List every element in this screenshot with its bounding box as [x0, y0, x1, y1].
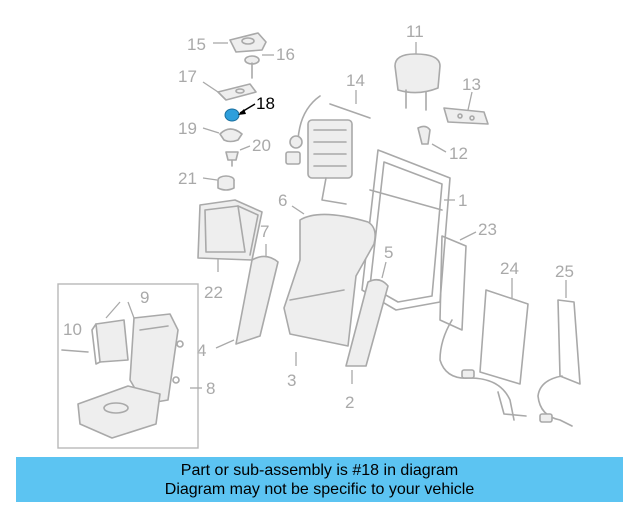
label-6: 6: [278, 191, 287, 210]
label-14: 14: [346, 71, 365, 90]
part-25-side-heater: [537, 280, 581, 427]
part-6-pad: [283, 205, 376, 347]
part-15-guide-cap: [229, 32, 267, 53]
part-1-frame: [361, 149, 455, 311]
part-22-pad: [197, 199, 263, 272]
label-18: 18: [256, 94, 275, 113]
label-3: 3: [287, 371, 296, 390]
label-4: 4: [197, 341, 206, 360]
part-19-grommet: [219, 128, 243, 143]
label-10: 10: [63, 320, 82, 339]
label-13: 13: [462, 75, 481, 94]
label-22: 22: [204, 283, 223, 302]
label-7: 7: [260, 222, 269, 241]
label-9: 9: [140, 288, 149, 307]
label-1: 1: [458, 191, 467, 210]
part-16-screw: [244, 55, 260, 79]
label-8: 8: [206, 379, 215, 398]
label-5: 5: [384, 243, 393, 262]
label-19: 19: [178, 119, 197, 138]
part-17-bracket: [217, 83, 257, 101]
info-banner: Part or sub-assembly is #18 in diagram D…: [16, 457, 623, 502]
label-21: 21: [178, 169, 197, 188]
label-11: 11: [406, 22, 424, 41]
label-23: 23: [478, 220, 497, 239]
part-14-mechanism: [285, 90, 371, 205]
banner-line-2: Diagram may not be specific to your vehi…: [164, 481, 475, 498]
part-23-heater: [439, 231, 515, 421]
label-17: 17: [178, 67, 197, 86]
highlighted-part: [224, 108, 240, 122]
label-20: 20: [252, 136, 271, 155]
part-21-bushing: [217, 175, 235, 191]
label-15: 15: [187, 35, 206, 54]
label-16: 16: [276, 45, 295, 64]
part-7-side-panel: [235, 244, 279, 345]
part-11-headrest: [394, 42, 441, 111]
label-24: 24: [500, 259, 519, 278]
label-2: 2: [345, 393, 354, 412]
parts-diagram: 15 16 17 18 19 20 21 22: [57, 22, 581, 449]
banner-line-1: Part or sub-assembly is #18 in diagram: [180, 462, 459, 479]
label-12: 12: [449, 144, 468, 163]
label-25: 25: [555, 262, 574, 281]
part-12-sleeve: [417, 125, 447, 153]
part-18-clip: [224, 108, 240, 122]
part-5-side-panel: [345, 261, 389, 367]
part-24-heater-pad: [479, 278, 529, 417]
inset-box: [57, 283, 199, 449]
part-13-bezel: [443, 91, 489, 125]
part-20-pin: [225, 151, 239, 167]
